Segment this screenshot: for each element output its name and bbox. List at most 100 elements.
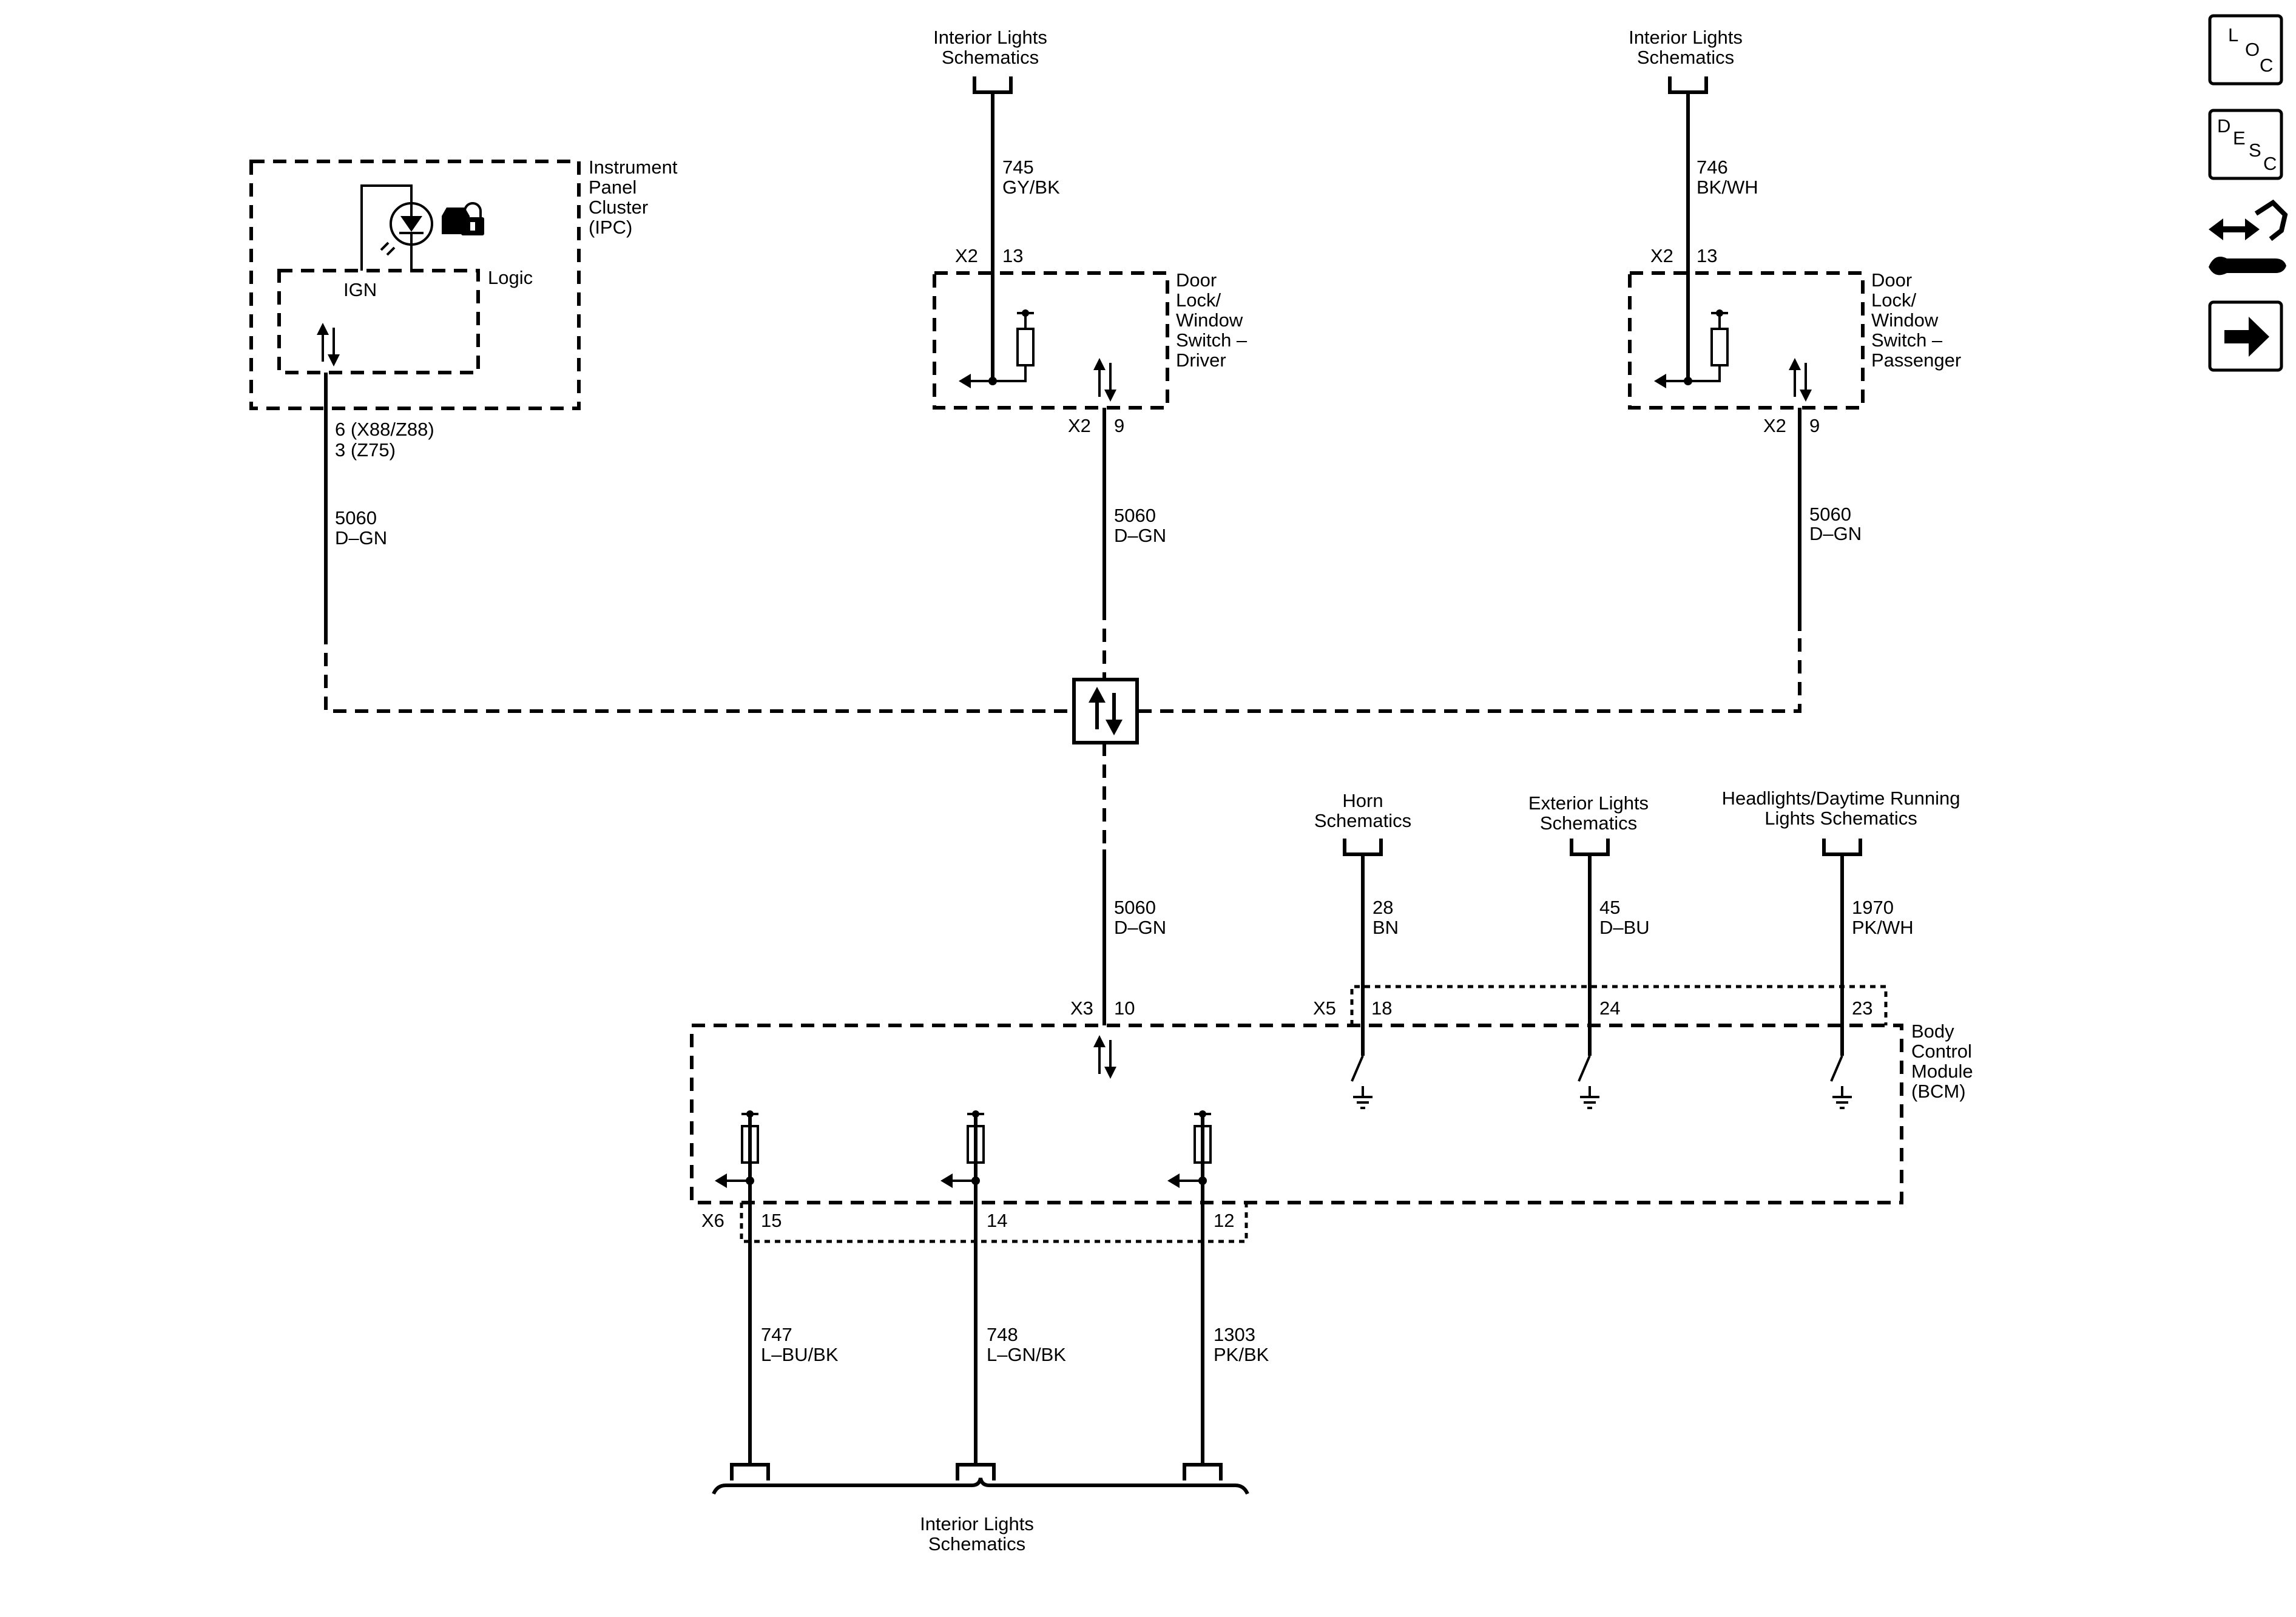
circuit-1970-color: PK/WH [1852,917,1914,938]
circuit-5060-bcm-color: D–GN [1114,917,1166,938]
driver-top-pin: 13 [1002,245,1023,266]
svg-text:Schematics: Schematics [928,1533,1025,1555]
svg-text:C: C [2260,55,2273,76]
vehicle-lock-icon [442,202,484,235]
circuit-5060-ipc-color: D–GN [335,527,387,549]
svg-text:Window: Window [1871,309,1939,331]
svg-text:Schematics: Schematics [1637,47,1734,68]
serial-bus-right [1138,631,1801,713]
svg-text:D: D [2217,115,2230,137]
svg-text:Headlights/Daytime Running: Headlights/Daytime Running [1722,788,1960,809]
circuit-746-color: BK/WH [1697,177,1758,198]
svg-text:Driver: Driver [1176,349,1226,371]
svg-text:Control: Control [1911,1041,1972,1062]
circuit-28-color: BN [1373,917,1399,938]
circuit-748-color: L–GN/BK [987,1344,1066,1365]
pass-bot-conn: X2 [1763,415,1786,436]
svg-text:Instrument: Instrument [589,157,678,178]
ipc-label-4: (IPC) [589,217,632,238]
svg-text:Lights Schematics: Lights Schematics [1764,808,1917,829]
svg-text:E: E [2233,127,2246,149]
svg-text:Passenger: Passenger [1871,349,1961,371]
circuit-5060-passenger-num: 5060 [1809,504,1851,525]
svg-text:Lock/: Lock/ [1176,289,1221,311]
svg-text:Body: Body [1911,1021,1954,1042]
ref-horn: Horn Schematics [1314,790,1411,856]
ref-headlights-drl: Headlights/Daytime Running Lights Schema… [1722,788,1960,856]
svg-text:Horn: Horn [1342,790,1383,811]
serial-data-icon [316,322,341,368]
bcm-x6-pin-12: 12 [1214,1210,1234,1231]
svg-text:Module: Module [1911,1061,1973,1082]
bcm-x6-pin-15: 15 [761,1210,782,1231]
svg-text:Schematics: Schematics [942,47,1039,68]
bcm-x3-pin: 10 [1114,998,1135,1019]
svg-text:Interior Lights: Interior Lights [920,1513,1034,1534]
svg-text:Cluster: Cluster [589,197,648,218]
circuit-745-num: 745 [1002,157,1034,178]
circuit-5060-driver-color: D–GN [1114,525,1166,546]
pass-top-conn: X2 [1650,245,1673,266]
circuit-748-num: 748 [987,1324,1018,1345]
svg-text:Lock/: Lock/ [1871,289,1916,311]
ref-interior-lights-top-2: Interior Lights Schematics [1629,27,1743,94]
bcm-x5-pin-24: 24 [1599,998,1620,1019]
circuit-45-color: D–BU [1599,917,1650,938]
svg-text:Window: Window [1176,309,1243,331]
circuit-5060-bcm-num: 5060 [1114,897,1156,918]
bcm-x6-pin-14: 14 [987,1210,1007,1231]
ipc-label-3: Cluster [589,197,648,218]
circuit-45-num: 45 [1599,897,1620,918]
door-switch-driver-module: Door Lock/ Window Switch – Driver [933,269,1248,410]
svg-text:(BCM): (BCM) [1911,1081,1966,1102]
circuit-5060-passenger-color: D–GN [1809,523,1862,544]
indicator-lamp-icon [380,202,433,271]
desc-button[interactable]: D E S C [2208,109,2283,180]
svg-text:S: S [2249,140,2261,161]
ipc-logic-label: Logic [488,267,533,288]
next-arrow-icon [2224,317,2269,357]
ipc-pin-2: 3 (Z75) [335,439,396,461]
ref-interior-lights-bottom: Interior Lights Schematics [712,1463,1249,1555]
serial-data-splice-icon [1072,678,1139,744]
svg-text:Schematics: Schematics [1540,812,1637,834]
svg-text:Door: Door [1871,269,1912,291]
circuit-745-color: GY/BK [1002,177,1060,198]
svg-text:Interior Lights: Interior Lights [1629,27,1743,48]
svg-text:Door: Door [1176,269,1217,291]
svg-text:Exterior Lights: Exterior Lights [1528,792,1649,814]
circuit-28-num: 28 [1373,897,1393,918]
driver-bot-conn: X2 [1068,415,1091,436]
circuit-5060-ipc-num: 5060 [335,507,377,528]
svg-text:Schematics: Schematics [1314,810,1411,831]
loc-button[interactable]: L O C [2208,14,2283,86]
svg-text:Switch –: Switch – [1176,329,1248,351]
circuit-5060-driver-num: 5060 [1114,505,1156,526]
ref-exterior-lights: Exterior Lights Schematics [1528,792,1649,856]
bcm-x6-conn: X6 [701,1210,724,1231]
connector-views-icon[interactable] [2209,199,2288,275]
pass-bot-pin: 9 [1809,415,1820,436]
bcm-x5-conn: X5 [1313,998,1336,1019]
circuit-746-num: 746 [1697,157,1728,178]
ipc-module: Instrument Panel Cluster (IPC) Logic IGN [249,157,678,410]
serial-bus-left [324,631,1074,713]
circuit-747-color: L–BU/BK [761,1344,839,1365]
pass-top-pin: 13 [1697,245,1717,266]
ipc-pin-1: 6 (X88/Z88) [335,419,434,440]
circuit-1303-color: PK/BK [1214,1344,1269,1365]
bcm-x5-pin-18: 18 [1371,998,1392,1019]
circuit-747-num: 747 [761,1324,792,1345]
door-switch-passenger-module: Door Lock/ Window Switch – Passenger [1628,269,1961,410]
circuit-1970-num: 1970 [1852,897,1894,918]
driver-top-conn: X2 [955,245,978,266]
next-arrow-button[interactable] [2208,300,2283,372]
ipc-ign-label: IGN [343,279,377,300]
svg-text:Panel: Panel [589,177,636,198]
svg-text:L: L [2228,24,2238,46]
driver-bot-pin: 9 [1114,415,1124,436]
svg-text:(IPC): (IPC) [589,217,632,238]
bcm-module: Body Control Module (BCM) [690,985,1973,1243]
circuit-1303-num: 1303 [1214,1324,1255,1345]
